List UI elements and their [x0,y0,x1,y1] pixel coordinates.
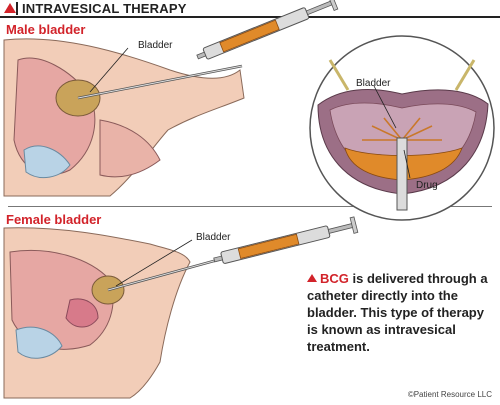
female-syringe [213,216,359,264]
section-divider [8,206,492,207]
female-section-title: Female bladder [6,212,102,227]
red-triangle-icon [4,3,16,13]
inset-catheter [396,137,408,211]
caption: BCG is delivered through a catheter dire… [307,270,492,355]
male-tissue [99,119,161,178]
male-bladder-leader [89,47,129,93]
inset-ureter-right [454,59,476,91]
male-anatomy [3,0,339,197]
male-catheter-core [77,65,243,99]
header-bar [16,2,18,15]
male-intestine [23,145,71,179]
female-intestine [15,326,63,359]
male-section-title: Male bladder [6,22,86,37]
caption-text: is delivered through a catheter directly… [307,271,488,354]
female-catheter-core [107,255,233,291]
male-bladder-label: Bladder [138,40,173,51]
inset-drug-leader [403,149,411,179]
bladder-inset [309,35,495,221]
red-triangle-icon [307,274,317,282]
page-title: INTRAVESICAL THERAPY [22,1,187,16]
inset-bladder-leader [373,85,397,129]
female-bladder-label: Bladder [196,232,231,243]
female-anatomy [3,216,359,399]
male-syringe [196,0,339,60]
female-uterus [65,298,99,328]
header-rule [0,16,500,18]
copyright: ©Patient Resource LLC [407,390,492,399]
female-bladder-leader [115,239,193,287]
page-header: INTRAVESICAL THERAPY [0,0,500,18]
caption-highlight: BCG [320,271,349,286]
inset-drug-label: Drug [416,180,438,191]
inset-ureter-left [328,59,350,91]
inset-bladder-label: Bladder [356,78,391,89]
